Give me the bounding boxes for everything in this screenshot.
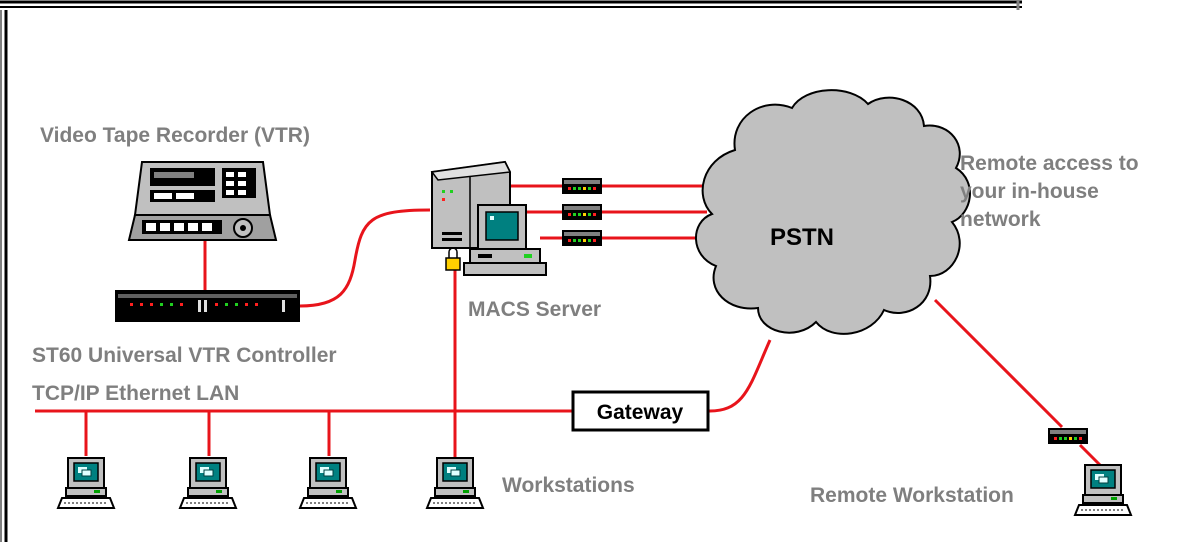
modem-1 [562,178,602,194]
server-label: MACS Server [468,298,601,321]
wire-controller-server [299,208,431,308]
macs-server [430,160,547,276]
gateway-label: Gateway [597,401,684,424]
frame [0,0,1022,542]
workstation-1 [57,457,115,509]
lan-label: TCP/IP Ethernet LAN [32,382,239,405]
remote-workstation-label: Remote Workstation [810,484,1014,507]
workstation-4 [426,457,484,509]
workstation-3 [299,457,357,509]
remote-access-line3: network [960,208,1041,231]
remote-modem [1048,428,1088,444]
controller-label: ST60 Universal VTR Controller [32,344,337,367]
remote-workstation-pc [1074,464,1132,516]
vtr-device [127,161,278,241]
vtr-label: Video Tape Recorder (VTR) [40,124,310,147]
connection-wires [35,184,1102,467]
st60-controller [115,290,300,322]
workstation-2 [179,457,237,509]
pstn-cloud: PSTN [695,89,971,335]
wire-modem-remote [1078,443,1102,467]
modem-2 [562,204,602,220]
remote-access-line1: Remote access to [960,152,1139,175]
gateway-box: Gateway [571,390,710,432]
remote-access-line2: your in-house [960,180,1099,203]
modem-3 [562,230,602,246]
pstn-label: PSTN [770,224,834,251]
workstations-label: Workstations [502,474,635,497]
wire-pstn-remote [933,298,1064,429]
wire-gateway-pstn [707,339,772,413]
